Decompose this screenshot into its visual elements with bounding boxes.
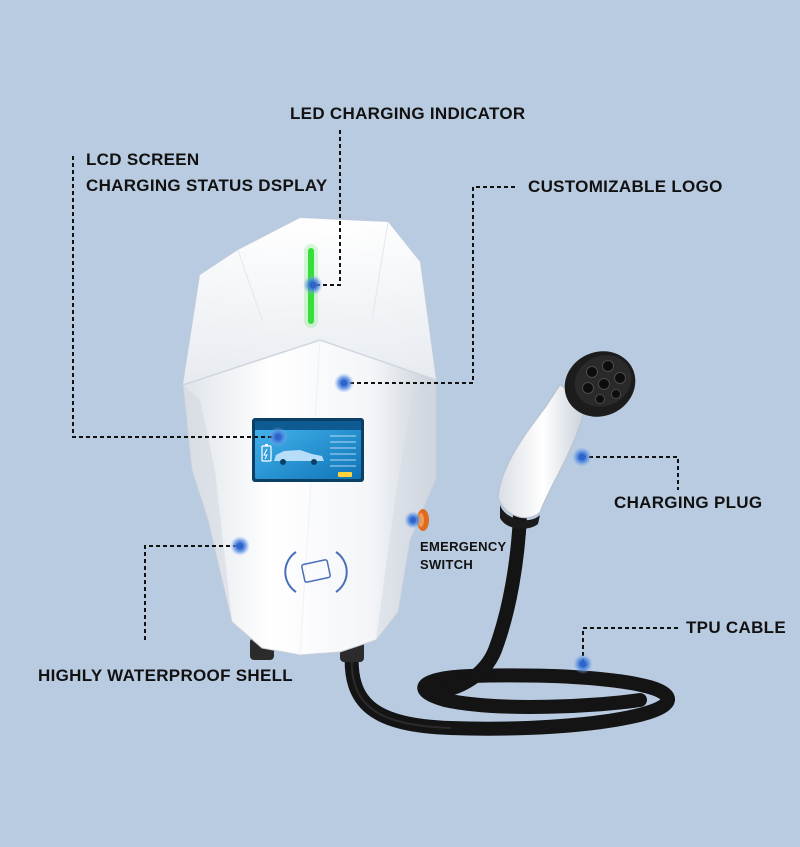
lcd-leader <box>72 156 278 438</box>
logo-leader <box>344 186 515 384</box>
battery-icon <box>261 444 272 462</box>
emergency-switch-label: SWITCH <box>420 557 474 572</box>
tpu-cable <box>344 508 675 736</box>
waterproof-shell-label: HIGHLY WATERPROOF SHELL <box>38 666 293 685</box>
charging-plug-label: CHARGING PLUG <box>614 493 763 512</box>
plug-leader <box>582 456 679 490</box>
led-indicator-label: LED CHARGING INDICATOR <box>290 104 526 123</box>
shell-leader <box>144 545 240 640</box>
callout-markers <box>230 275 593 674</box>
lcd-screen-label: LCD SCREEN <box>86 150 200 169</box>
charging-plug <box>497 351 636 529</box>
callout-lines <box>72 130 679 662</box>
emergency-label: EMERGENCY <box>420 539 507 554</box>
lcd-screen <box>252 418 364 482</box>
lcd-status-label: CHARGING STATUS DSPLAY <box>86 176 328 195</box>
led-leader <box>313 130 341 286</box>
car-icon <box>274 450 324 465</box>
tpu-cable-label: TPU CABLE <box>686 618 786 637</box>
nfc-card-icon <box>284 551 348 593</box>
logo-label: CUSTOMIZABLE LOGO <box>528 177 723 196</box>
cable-leader <box>582 627 678 662</box>
charger-body <box>182 217 437 662</box>
